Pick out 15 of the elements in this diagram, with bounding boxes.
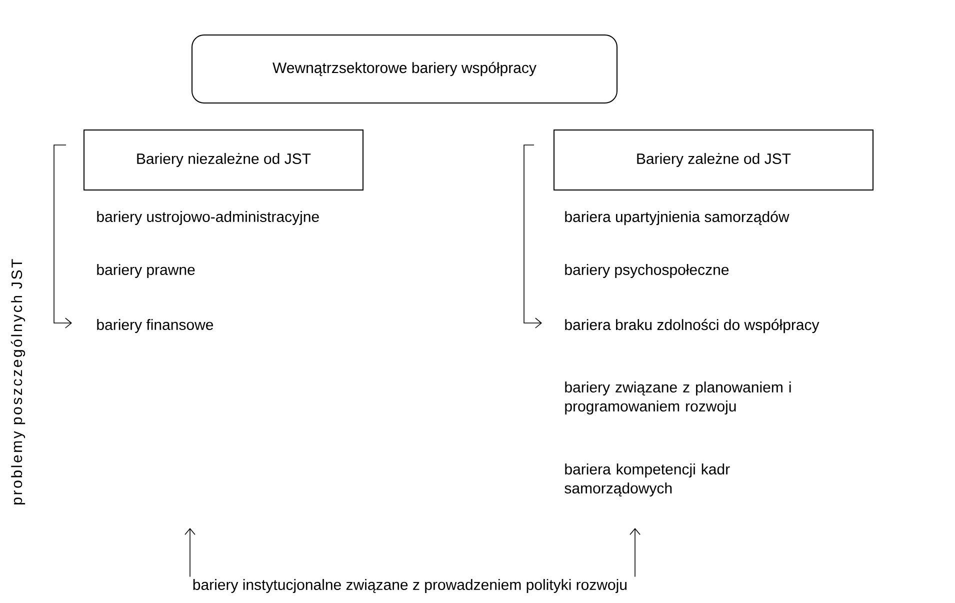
list-item: bariery ustrojowo-administracyjne bbox=[97, 211, 319, 225]
list-item: bariera kompetencji kadr samorządowych bbox=[564, 464, 730, 496]
side-text: problemy poszczególnych JST bbox=[10, 259, 26, 504]
list-item: bariera braku zdolności do współpracy bbox=[565, 318, 820, 334]
list-item: bariera upartyjnienia samorządów bbox=[565, 210, 790, 226]
arrow bbox=[630, 528, 640, 578]
list-item: bariery finansowe bbox=[97, 319, 214, 333]
list-item: bariery prawne bbox=[97, 264, 195, 278]
header-box: Bariery niezależne od JST bbox=[84, 130, 364, 190]
list-item: bariery psychospołeczne bbox=[565, 264, 729, 278]
caption-text: bariery instytucjonalne związane z prowadzeniem polityki rozwoju bbox=[193, 579, 626, 593]
header-box: Bariery zależne od JST bbox=[554, 130, 874, 190]
arrow bbox=[184, 528, 196, 578]
list-item: bariery związane z planowaniem i programowaniem rozwoju bbox=[565, 382, 791, 414]
rounded-box: Wewnątrzsektorowe bariery współpracy bbox=[192, 34, 618, 104]
